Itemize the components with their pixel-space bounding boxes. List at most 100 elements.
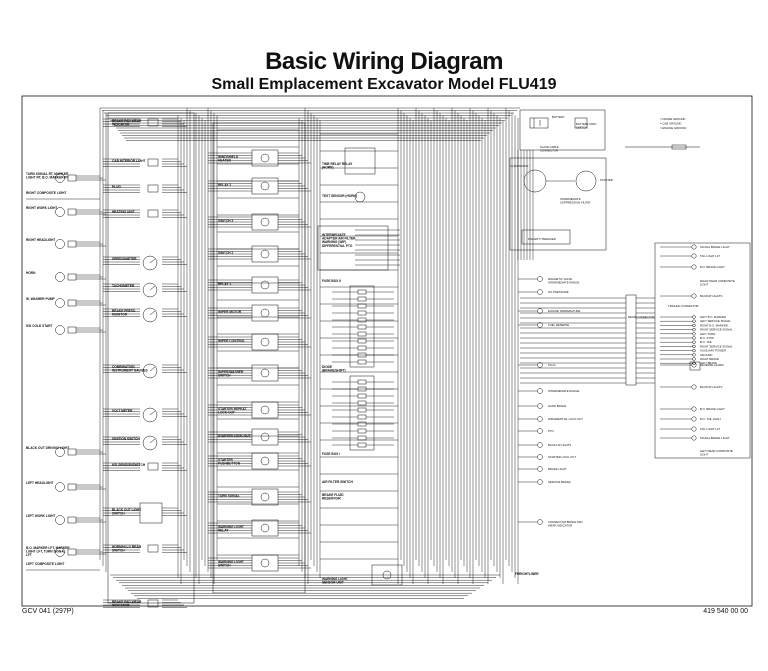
relay-box	[251, 149, 279, 167]
trailer-pin-label: RIGHT SERVICE SIGNAL	[700, 344, 733, 348]
gauge-symbol	[142, 255, 158, 271]
relay-coil	[260, 368, 270, 378]
column2-label: TACHOMETER	[112, 284, 135, 288]
gauge-needle	[149, 438, 156, 444]
power-label: CONNECTOR	[540, 149, 558, 153]
reverse-alarm	[689, 361, 701, 371]
sensor-symbol	[537, 428, 543, 434]
left-device-label: LIGHT LFT, TURN SIGNAL	[26, 550, 66, 554]
device-symbol	[55, 447, 65, 457]
column2-label: BLACK OUT LIGHT	[112, 508, 141, 512]
trailer-pin-label: B.O. TAIL	[700, 340, 712, 344]
relay-coil	[260, 405, 270, 415]
rear-label: REVERSE ALARM	[700, 363, 724, 367]
center-label: AIR FILTER SWITCH	[322, 480, 353, 484]
power-label: SLAVE CABLE	[540, 145, 559, 149]
pin	[692, 332, 696, 336]
gauge-symbol	[142, 307, 158, 323]
sensor-label: MAGNETIC VALVE	[548, 277, 572, 281]
left-device-label: RIGHT HEADLIGHT	[26, 238, 55, 242]
left-device-label: LEFT WORK LIGHT	[26, 514, 55, 518]
relay-coil	[260, 153, 270, 163]
connector-symbol	[67, 208, 77, 216]
column2-label: BRAKE PAD WEAR	[112, 600, 142, 604]
sensor-symbol	[537, 519, 543, 525]
gauge-symbol	[142, 407, 158, 423]
device-symbol	[55, 325, 65, 335]
left-device-label: TURN SIGNAL RT, MARKER	[26, 172, 69, 176]
center-label: DIODE	[322, 365, 332, 369]
device-symbol	[55, 547, 65, 557]
fuse	[357, 324, 367, 330]
fuse	[357, 414, 367, 420]
sensor-label: OIL PRESSURE	[548, 290, 569, 294]
relay-box	[251, 245, 279, 263]
left-device-label: LFT	[26, 553, 32, 557]
rear-label: RIGHT REAR COMPOSITE	[700, 279, 735, 283]
pin	[692, 327, 696, 332]
sensor-label: PTO	[548, 429, 555, 433]
sensor-label: STARTER LOCK-OUT	[548, 455, 576, 459]
center-label: WARNING LIGHT	[322, 577, 348, 581]
column3-label: SWITCH 3	[218, 219, 233, 223]
trailer-pin-label: LEFT SERVICE SIGNAL	[700, 319, 731, 323]
column2-label: INDICATOR	[112, 604, 130, 608]
power-label: SWITCH	[576, 126, 587, 130]
left-device-label: HORN	[26, 271, 36, 275]
trailer-pin-label: LEFT TURN	[700, 332, 715, 336]
sensor-label: PLUG	[548, 363, 556, 367]
relay-coil	[260, 249, 270, 259]
sensor-label: SERVICE BRAKE	[548, 480, 571, 484]
center-label: INTERMEDIATE	[322, 233, 346, 237]
test-sensor	[354, 191, 366, 203]
pin	[692, 319, 696, 323]
sensor-symbol	[537, 322, 543, 328]
column3-label: STARTER	[218, 458, 234, 462]
diagram-subtitle: Small Emplacement Excavator Model FLU419	[211, 76, 557, 93]
rear-harness-frame	[654, 242, 751, 459]
fuse	[357, 310, 367, 316]
fuse	[357, 407, 367, 413]
gauge-needle	[149, 285, 156, 291]
trailer-pin-label: LEFT BRAKE	[700, 361, 717, 365]
component-layer	[55, 109, 751, 608]
column2-label: SWITCH	[112, 512, 125, 516]
fuse	[357, 296, 367, 302]
cab-harness-enclosure	[107, 112, 195, 604]
column2-label: IGNITION SWITCH	[112, 437, 140, 441]
pin	[692, 340, 696, 344]
lamp-symbol	[691, 384, 697, 390]
sensor-symbol	[537, 454, 543, 460]
device-symbol	[55, 272, 65, 282]
column3-label: SWITCH	[218, 564, 231, 568]
sensor-symbol	[537, 362, 543, 368]
rear-label: LEFT REAR COMPOSITE	[700, 449, 733, 453]
center-label: TIME RELAY RELAY	[322, 162, 353, 166]
relay-box	[251, 276, 279, 294]
relay-coil	[260, 217, 270, 227]
battery-symbol	[529, 117, 549, 129]
fuse	[357, 428, 367, 434]
device-symbol	[55, 298, 65, 308]
relay-box	[251, 452, 279, 470]
lamp-symbol	[691, 435, 697, 441]
center-label: ADAPTER AIR FILTER	[322, 237, 356, 241]
trailer-pin-label: LEFT B.O. MARKER	[700, 315, 726, 319]
switch-block	[139, 502, 163, 524]
column3-label: RELAY 2	[218, 183, 231, 187]
sensor-label: INTERMEDIATE RANGE	[548, 281, 579, 285]
relay-box	[251, 304, 279, 322]
time-relay	[344, 147, 376, 175]
left-device-label: LEFT COMPOSITE LIGHT	[26, 562, 64, 566]
column3-label: SWITCH 2	[218, 251, 233, 255]
column2-label: SWITCH	[112, 549, 125, 553]
component-box	[147, 544, 159, 553]
column2-label: VOLT METER	[112, 409, 133, 413]
column2-label: HORN/HI-LO BEAM	[112, 545, 142, 549]
gauge-needle	[149, 410, 156, 416]
center-label: FUSE BOX I	[322, 452, 340, 456]
column2-label: BRAKE PRESS.	[112, 309, 136, 313]
power-label: BATTERY	[552, 115, 565, 119]
fuse	[357, 442, 367, 448]
column3-label: WIPER/WASHER	[218, 370, 244, 374]
